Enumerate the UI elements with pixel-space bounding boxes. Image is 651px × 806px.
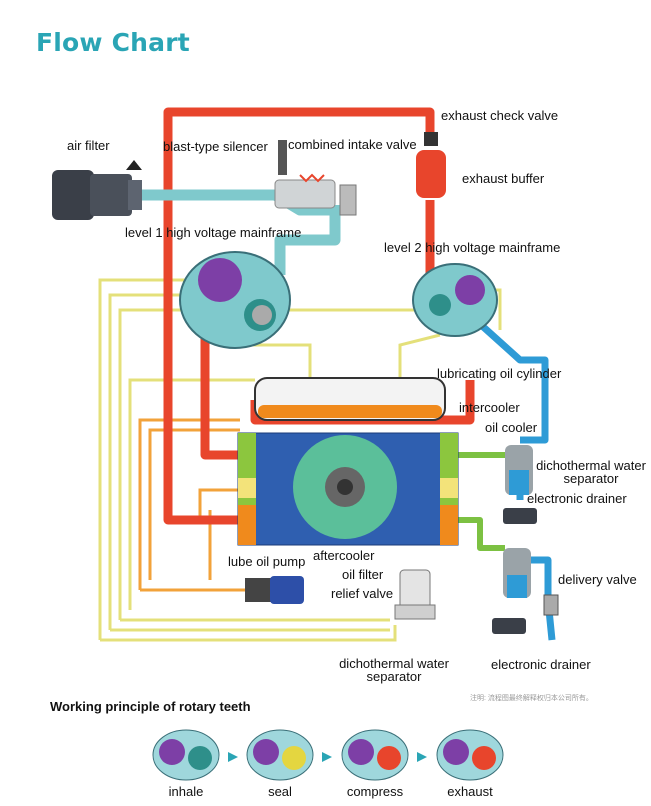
label-electronic-drainer-1: electronic drainer <box>527 491 627 506</box>
section-title-working-principle: Working principle of rotary teeth <box>50 699 251 714</box>
intake-valve-assembly <box>274 140 357 216</box>
label-exhaust-check-valve: exhaust check valve <box>441 108 559 123</box>
arrow-down-icon <box>126 160 142 170</box>
delivery-valve <box>543 594 559 616</box>
separator-1 <box>503 445 537 524</box>
label-lube-oil-pump: lube oil pump <box>228 554 306 569</box>
cooler-block <box>237 432 459 546</box>
lubricating-oil-cylinder <box>254 377 446 421</box>
step-label-inhale: inhale <box>168 784 204 799</box>
label-dichothermal-separator-1: dichothermal water separator <box>536 458 646 486</box>
arrow-right-icon <box>322 752 332 762</box>
label-level2-mainframe: level 2 high voltage mainframe <box>384 240 561 255</box>
arrow-right-icon <box>228 752 238 762</box>
label-dichothermal-separator-2: dichothermal water separator <box>339 656 449 684</box>
page-title: Flow Chart <box>36 28 190 57</box>
oil-filter-unit <box>394 569 436 620</box>
copyright-note: 注明: 流程图最终解释权归本公司所有。 <box>470 695 593 702</box>
rotor-stage-inhale <box>152 729 220 781</box>
green-pipe <box>455 452 505 551</box>
label-electronic-drainer-2: electronic drainer <box>491 657 591 672</box>
label-combined-intake-valve: combined intake valve <box>288 137 417 152</box>
label-relief-valve: relief valve <box>331 586 394 601</box>
label-oil-filter: oil filter <box>342 567 384 582</box>
rotor-stage-seal <box>246 729 314 781</box>
check-valve-icon <box>424 132 438 146</box>
rotor-stage-compress <box>341 729 409 781</box>
rotor-stage-exhaust <box>436 729 504 781</box>
label-delivery-valve: delivery valve <box>558 572 637 587</box>
label-intercooler: intercooler <box>459 400 520 415</box>
air-filter-unit <box>52 160 142 220</box>
label-lubricating-oil-cylinder: lubricating oil cylinder <box>437 366 562 381</box>
exhaust-buffer-tank <box>416 132 446 198</box>
label-oil-cooler: oil cooler <box>485 420 538 435</box>
step-label-seal: seal <box>268 784 292 799</box>
lube-oil-pump <box>245 576 304 604</box>
label-blast-silencer: blast-type silencer <box>163 139 268 154</box>
step-label-exhaust: exhaust <box>447 784 493 799</box>
step-label-compress: compress <box>346 784 404 799</box>
separator-2 <box>492 548 531 634</box>
level1-mainframe <box>179 251 291 349</box>
spring-icon <box>299 173 325 183</box>
label-air-filter: air filter <box>67 138 110 153</box>
label-exhaust-buffer: exhaust buffer <box>462 171 545 186</box>
label-level1-mainframe: level 1 high voltage mainframe <box>125 225 302 240</box>
arrow-right-icon <box>417 752 427 762</box>
level2-mainframe <box>412 263 498 337</box>
label-aftercooler: aftercooler <box>313 548 375 563</box>
